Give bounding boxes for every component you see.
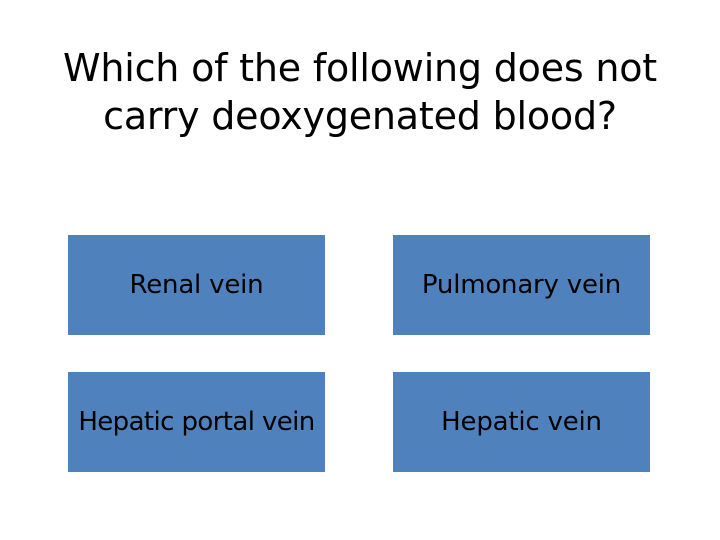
answer-option-renal-vein[interactable]: Renal vein [68, 235, 325, 335]
answer-option-hepatic-portal-vein[interactable]: Hepatic portal vein [68, 372, 325, 472]
answer-option-pulmonary-vein[interactable]: Pulmonary vein [393, 235, 650, 335]
answer-option-label: Hepatic vein [441, 407, 602, 437]
answer-option-label: Pulmonary vein [421, 270, 622, 300]
page-title: Which of the following does not carry de… [63, 46, 657, 138]
answer-option-hepatic-vein[interactable]: Hepatic vein [393, 372, 650, 472]
answer-option-label: Renal vein [129, 270, 264, 300]
answer-option-label: Hepatic portal vein [78, 407, 315, 437]
